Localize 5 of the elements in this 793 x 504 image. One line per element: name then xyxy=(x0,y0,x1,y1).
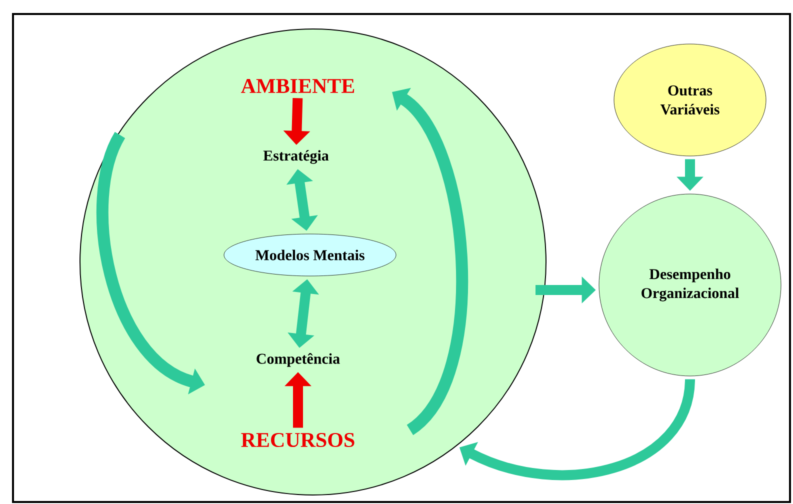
label-text: AMBIENTE xyxy=(241,79,354,93)
label-text: Competência xyxy=(256,353,340,367)
circle-shape xyxy=(80,28,546,496)
label-text: RECURSOS xyxy=(241,432,354,448)
label-text: Estratégia xyxy=(263,150,329,164)
